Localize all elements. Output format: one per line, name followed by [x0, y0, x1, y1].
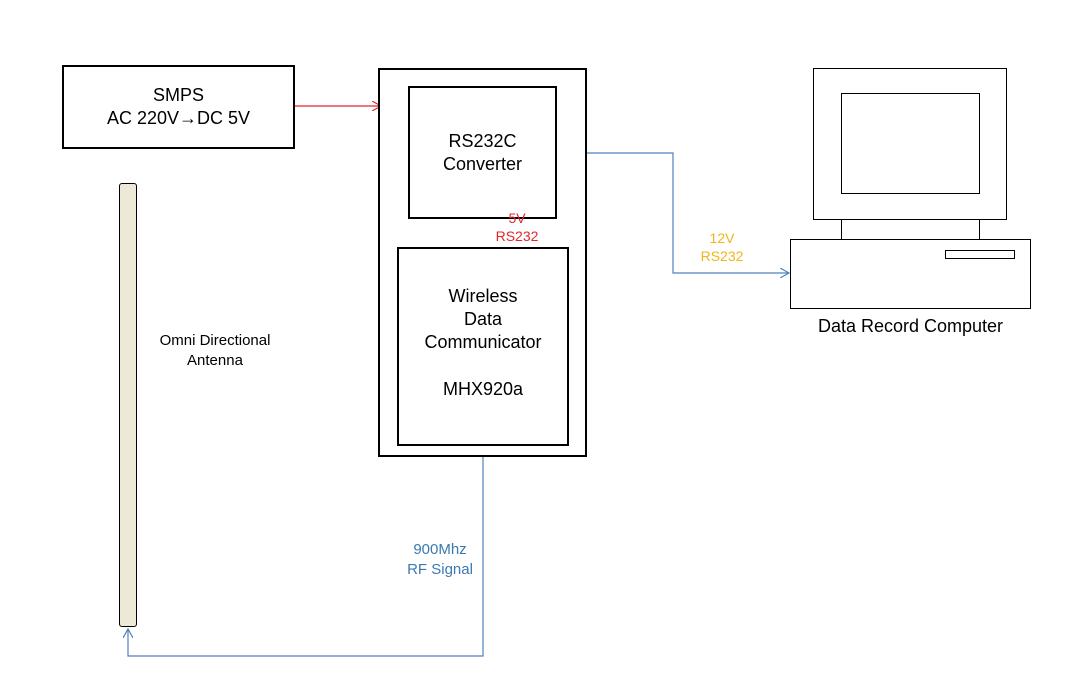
- internal-link-protocol: RS232: [495, 228, 539, 244]
- computer-link-voltage: 12V: [709, 230, 735, 246]
- rf-signal-label: 900Mhz RF Signal: [390, 540, 490, 580]
- rf-signal-type: RF Signal: [407, 561, 473, 578]
- rf-signal-arrow: [128, 446, 484, 657]
- communicator-line-2: Data: [463, 309, 503, 329]
- converter-subtitle: Converter: [442, 153, 523, 174]
- monitor-screen: [841, 93, 980, 194]
- converter-title: RS232C: [448, 130, 517, 151]
- antenna-label-line-1: Omni Directional: [159, 332, 271, 349]
- antenna-rod: [119, 183, 137, 627]
- smps-title: SMPS: [152, 85, 204, 105]
- smps-spec: AC 220V→DC 5V: [106, 108, 251, 128]
- communicator-line-3: Communicator: [424, 332, 542, 352]
- computer-link-protocol: RS232: [700, 248, 744, 264]
- communicator-model: MHX920a: [442, 379, 524, 399]
- disk-drive-slot: [945, 250, 1015, 259]
- antenna-label: Omni Directional Antenna: [140, 331, 290, 371]
- internal-link-voltage: 5V: [508, 210, 526, 226]
- computer-link-label: 12V RS232: [690, 229, 754, 265]
- communicator-line-1: Wireless: [448, 286, 518, 306]
- wireless-data-communicator-box: Wireless Data Communicator MHX920a: [397, 247, 569, 446]
- internal-link-label: 5V RS232: [487, 209, 547, 245]
- monitor-stand: [841, 219, 980, 240]
- rf-signal-frequency: 900Mhz: [413, 541, 467, 558]
- smps-box: SMPS AC 220V→DC 5V: [62, 65, 295, 149]
- rs232c-converter-box: RS232C Converter: [408, 86, 557, 219]
- converter-to-computer-arrow: [557, 152, 789, 273]
- antenna-label-line-2: Antenna: [187, 352, 243, 369]
- computer-label: Data Record Computer: [817, 316, 1004, 336]
